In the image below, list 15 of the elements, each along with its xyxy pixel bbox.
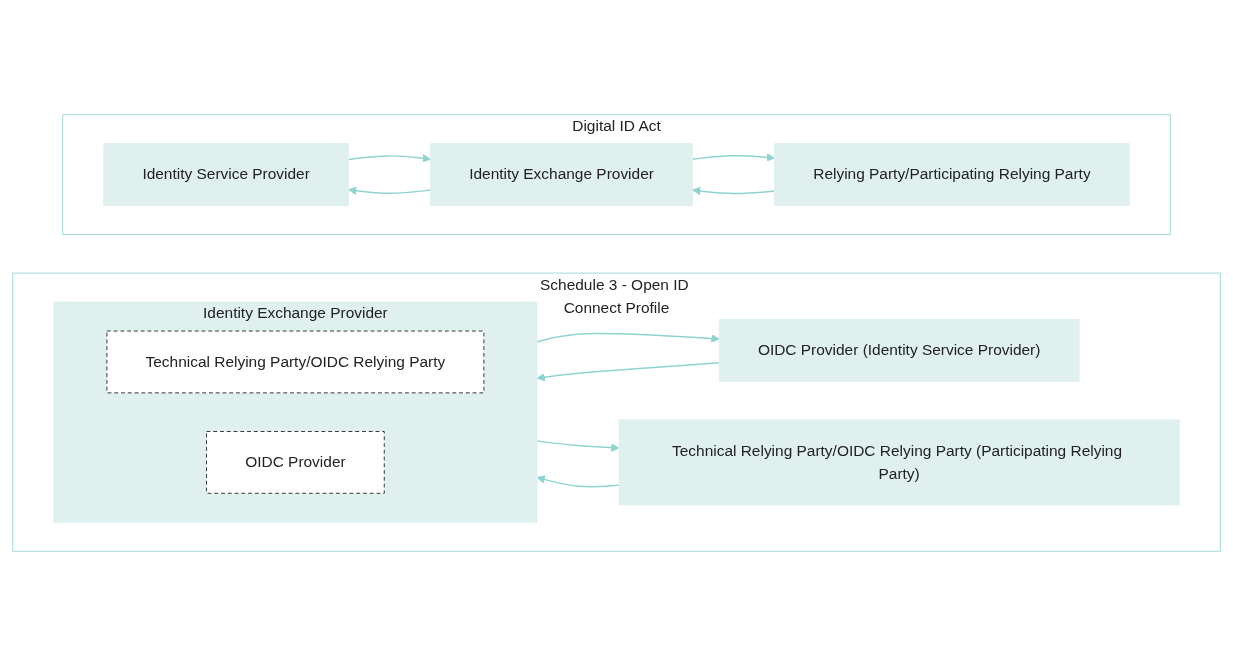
arrow	[691, 152, 775, 162]
arrow	[692, 186, 776, 195]
arrow	[347, 153, 431, 162]
arrow	[536, 474, 620, 487]
node-box: Technical Relying Party/OIDC Relying Party (Participating Relying Party)	[618, 418, 1180, 505]
node-box: OIDC Provider (Identity Service Provider)	[718, 318, 1080, 382]
node-box: OIDC Provider	[206, 430, 385, 494]
node-box: Technical Relying Party/OIDC Relying Party	[106, 330, 485, 393]
arrow	[536, 332, 720, 343]
node-box: Relying Party/Participating Relying Party	[774, 142, 1130, 206]
node-box: Identity Exchange Provider	[430, 142, 693, 206]
arrow	[348, 186, 432, 195]
node-box: Identity Service Provider	[103, 142, 349, 206]
arrow	[536, 439, 620, 452]
arrow	[536, 361, 720, 381]
